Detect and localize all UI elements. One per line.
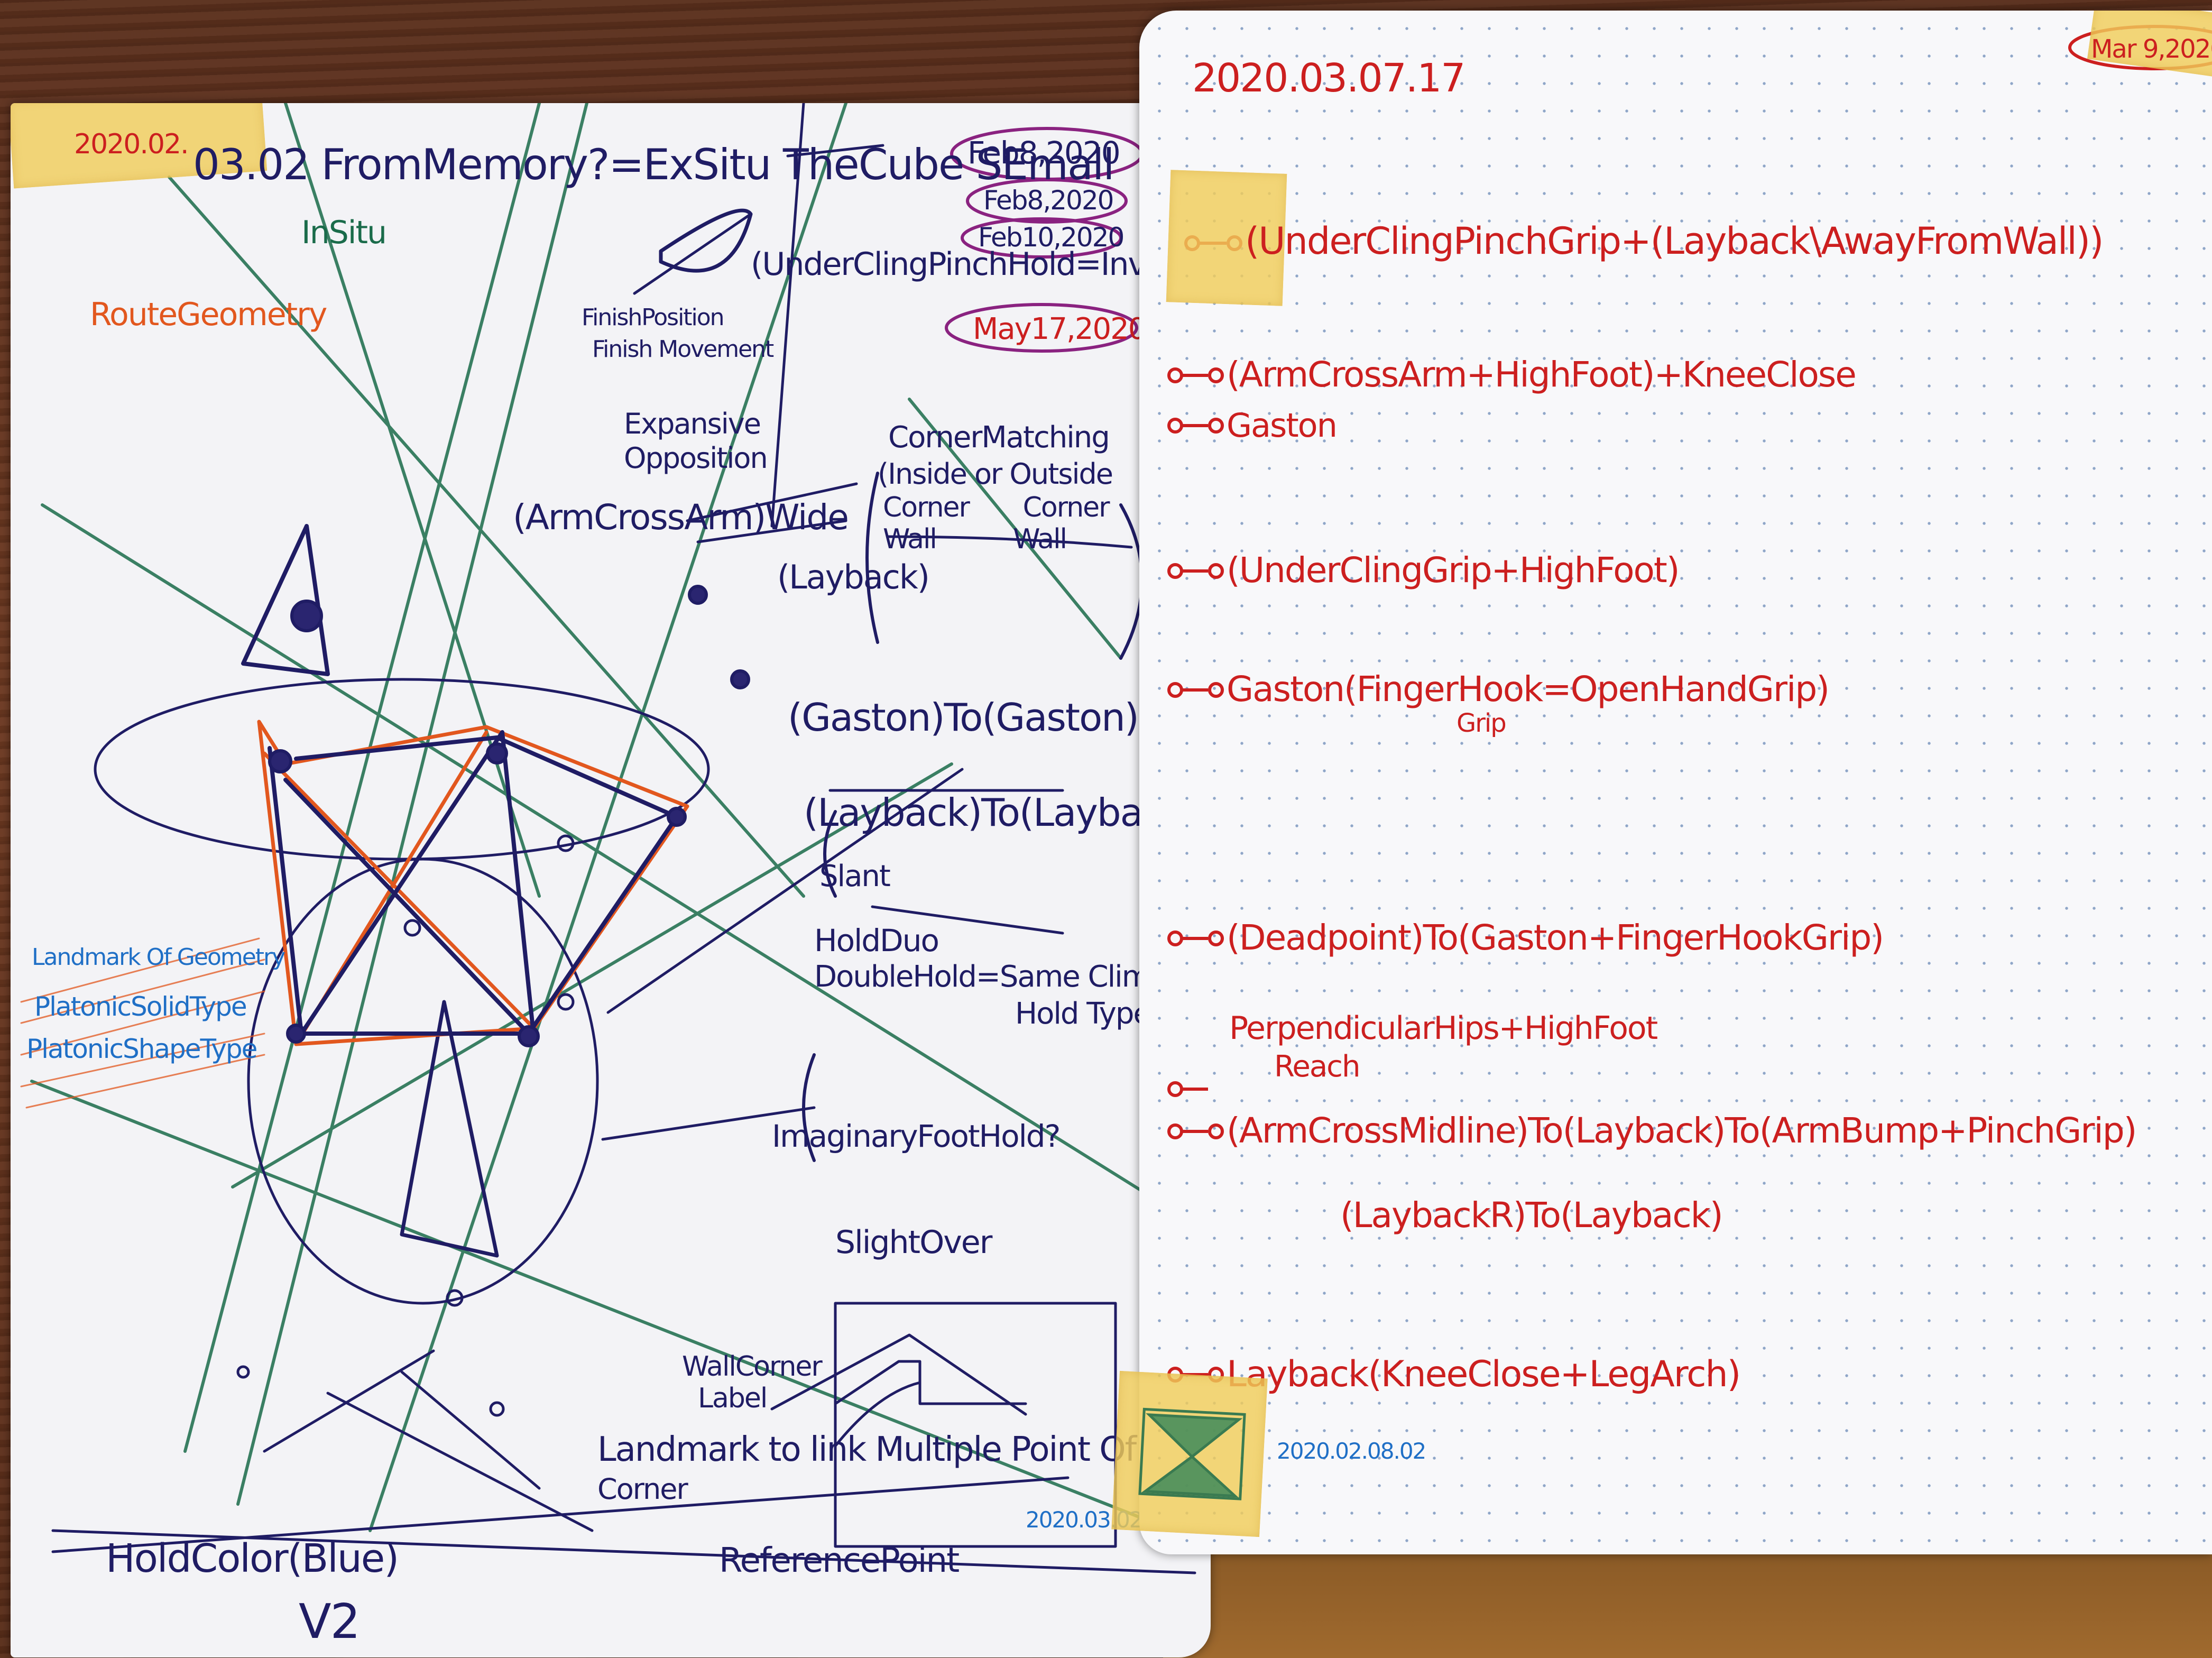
layback-small-note: (Layback) [777,558,930,596]
bullet-8 [1167,1123,1224,1139]
corner-matching-line-1: CornerMatching [888,420,1110,455]
corner-matching-line-4: Wall Wall [883,523,1067,555]
hold-duo-line-3: Hold Type [1015,997,1151,1031]
wall-corner-note: WallCorner [682,1351,823,1383]
title-line: 03.02 FromMemory?=ExSitu TheCube SEmall [193,140,1114,189]
tape-date-left: 2020.02. [74,128,189,160]
finish-movement-note: Finish Movement [592,336,774,363]
geometry-side-line-3: PlatonicShapeType [26,1034,257,1064]
left-notebook-page: 2020.02. 03.02 FromMemory?=ExSitu TheCub… [11,103,1211,1657]
small-hold-circles [236,834,575,1417]
left-page-sketch [20,103,1196,1574]
date-4: May17,2020 [973,312,1147,346]
bullet-5 [1167,682,1224,698]
tape-hourglass-sketch [1138,1407,1246,1500]
right-notebook-page: 2020.03.07.17 Mar 9,2020 (UnderClingPinc… [1139,11,2212,1554]
gaston-to-gaston-note: (Gaston)To(Gaston) [788,695,1139,740]
slant-note: Slant [819,859,891,894]
insitu-label: InSitu [301,214,387,251]
armcrossarm-note: (ArmCrossArm)Wide [513,497,849,538]
wood-table-corner [1163,1549,2212,1658]
tape-right-date: 2020.02.08.02 [1277,1438,1426,1464]
entry-7: PerpendicularHips+HighFoot [1229,1010,1658,1047]
bottom-tape [1111,1370,1268,1537]
corner-note: Corner [597,1472,688,1506]
layback-to-layback-note: (Layback)To(Layback) [804,790,1198,835]
date-3: Feb10,2020 [978,222,1125,253]
bullet-3 [1167,418,1224,434]
entry-5: Gaston(FingerHook=OpenHandGrip) [1227,669,1830,710]
bullet-2 [1167,367,1224,383]
hold-markers [268,585,750,1047]
date-1: Feb8,2020 [967,135,1121,171]
entry-10: Layback(KneeClose+LegArch) [1227,1353,1741,1395]
opposition-note: Opposition [624,441,768,475]
bullet-6 [1167,931,1224,946]
entry-2: (ArmCrossArm+HighFoot)+KneeClose [1227,354,1857,395]
landmark-note: Landmark to link Multiple Point Of View [597,1430,1211,1469]
corner-matching-line-2: (Inside or Outside [878,457,1113,491]
geometry-side-line-2: PlatonicSolidType [34,991,247,1022]
green-guide-lines [30,103,1196,1532]
hold-color-note: HoldColor(Blue) [106,1536,399,1581]
expansive-note: Expansive [624,407,761,440]
hold-duo-line-1: HoldDuo [814,923,939,959]
orange-hatching [20,937,265,1109]
corner-date: Mar 9,2020 [2091,34,2212,64]
date-2: Feb8,2020 [983,185,1114,216]
entry-5-sub: Grip [1457,708,1507,738]
grade-note: V2 [299,1594,361,1650]
dark-route-shape [268,730,679,1041]
slight-over-note: SlightOver [835,1224,992,1261]
date-circle-outlines [945,127,1144,353]
corner-matching-line-3: Corner Corner [883,492,1110,523]
bullet-4 [1167,563,1224,579]
reference-point-note: ReferencePoint [719,1541,960,1580]
entry-4: (UnderClingGrip+HighFoot) [1227,550,1680,591]
finish-position-note: FinishPosition [582,304,725,331]
entry-7-sub: Reach [1274,1049,1360,1084]
entry-1: (UnderClingPinchGrip+(Layback\AwayFromWa… [1245,219,2104,263]
entry-6: (Deadpoint)To(Gaston+FingerHookGrip) [1227,917,1884,958]
entry-9: (LaybackR)To(Layback) [1340,1195,1723,1236]
route-geometry-label: RouteGeometry [90,296,327,333]
entry-8: (ArmCrossMidline)To(Layback)To(ArmBump+P… [1227,1110,2137,1151]
imaginary-foothold-note: ImaginaryFootHold? [772,1118,1061,1154]
label-note: Label [698,1383,768,1414]
bullet-7 [1167,1081,1208,1097]
entry-3: Gaston [1227,406,1338,445]
geometry-side-line-1: Landmark Of Geometry [32,944,285,971]
undercling-pinch-note: (UnderClingPinchHold=InvertedJ) [751,246,1211,283]
navy-sketch-lines [51,103,1196,1574]
date-header: 2020.03.07.17 [1192,56,1466,101]
